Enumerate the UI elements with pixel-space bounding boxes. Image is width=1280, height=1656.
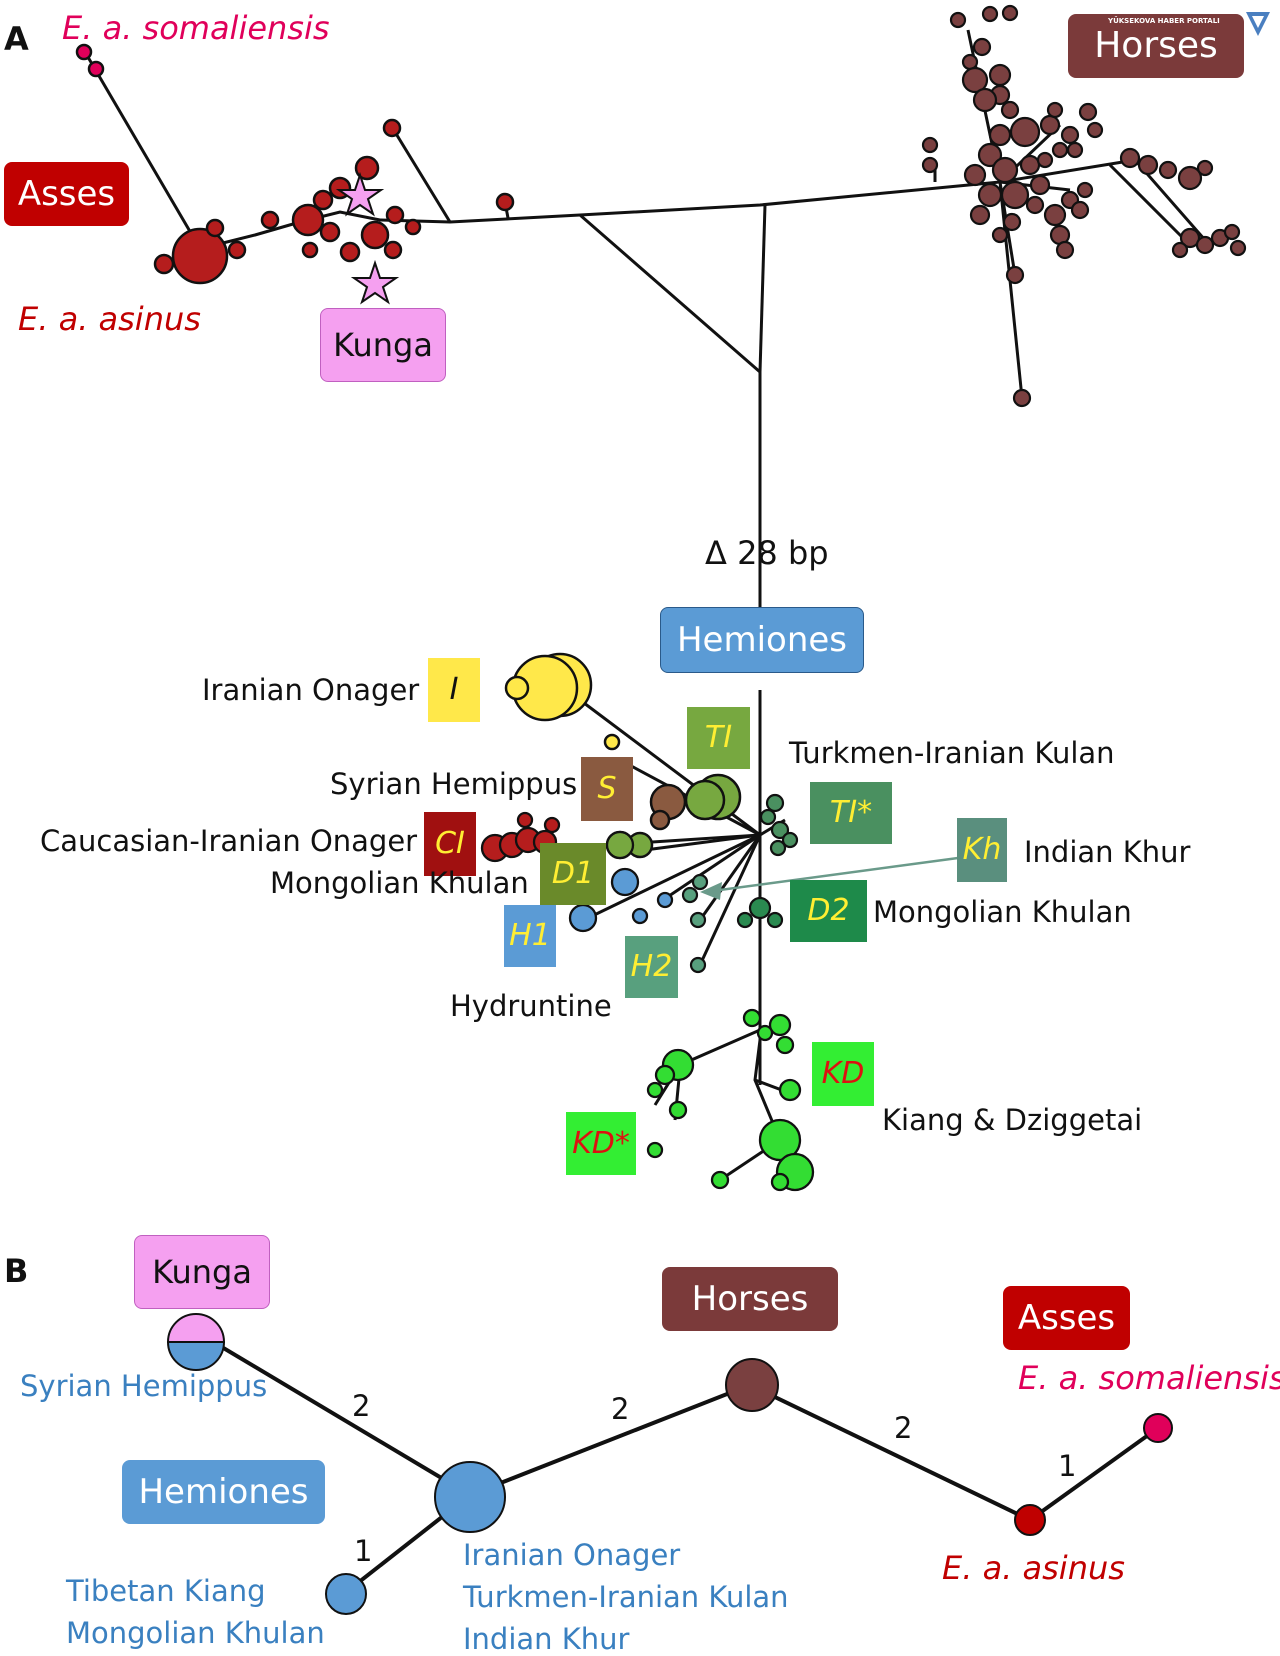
edge-label-hub-kiang: 1 [354, 1534, 373, 1568]
iranian-onager-label: Iranian Onager [202, 673, 420, 707]
panel-b-turkmen-iranian-kulan-label: Turkmen-Iranian Kulan [463, 1580, 789, 1614]
syrian-hemippus-label: Syrian Hemippus [330, 767, 578, 801]
kiang-node [325, 1573, 367, 1615]
panel-b-nodes [166, 1313, 1173, 1615]
haplogroup-ti-star-box: TI* [810, 782, 892, 844]
panel-b-mongolian-khulan-label: Mongolian Khulan [66, 1616, 325, 1650]
watermark-logo-icon [1246, 12, 1270, 36]
haplogroup-s-box: S [581, 757, 633, 821]
panel-b-syrian-hemippus-label: Syrian Hemippus [20, 1369, 268, 1403]
hemiones-box: Hemiones [660, 607, 864, 673]
d1-nodes [605, 830, 635, 860]
caucasian-iranian-onager-nodes [480, 811, 561, 863]
haplogroup-d1-box: D1 [540, 843, 606, 905]
panel-b-edges [208, 1338, 1160, 1595]
edge-label-hub-horses: 2 [611, 1392, 630, 1426]
panel-b-iranian-onager-label: Iranian Onager [463, 1538, 681, 1572]
somaliensis-label: E. a. somaliensis [62, 9, 330, 47]
haplogroup-ci-box: CI [424, 812, 476, 876]
edge-label-horses-asinus: 2 [894, 1411, 913, 1445]
kh-arrow [700, 856, 959, 900]
haplogroup-h2-box: H2 [625, 936, 678, 998]
horses-nodes [921, 4, 1247, 408]
h1-nodes [568, 867, 674, 933]
kiang-dziggetai-label: Kiang & Dziggetai [882, 1103, 1143, 1137]
panel-b-horses-box: Horses [662, 1267, 838, 1331]
haplogroup-kd-star-box: KD* [566, 1112, 636, 1175]
haplogroup-d2-box: D2 [790, 880, 867, 942]
asinus-node [1014, 1504, 1046, 1536]
horses-node [725, 1358, 779, 1412]
hemiones-hub-node [434, 1461, 506, 1533]
edge-label-kunga-hub: 2 [352, 1389, 371, 1423]
watermark: YÜKSEKOVA HABER PORTALI [1108, 17, 1220, 25]
panel-b-letter: B [4, 1252, 29, 1290]
delta-label: Δ 28 bp [705, 534, 829, 572]
haplogroup-kd-box: KD [812, 1042, 874, 1106]
asinus-label: E. a. asinus [18, 300, 201, 338]
horses-box: Horses [1068, 14, 1244, 78]
ti-star-nodes [759, 793, 799, 857]
turkmen-iranian-kulan-label: Turkmen-Iranian Kulan [789, 736, 1115, 770]
caucasian-iranian-onager-label: Caucasian-Iranian Onager [40, 824, 418, 858]
mongolian-khulan-label-1: Mongolian Khulan [270, 866, 529, 900]
iranian-onager-nodes [504, 652, 621, 751]
somaliensis-node [1143, 1413, 1173, 1443]
indian-khur-label: Indian Khur [1024, 835, 1191, 869]
edge-label-asinus-somaliensis: 1 [1058, 1449, 1077, 1483]
asses-nodes [75, 43, 515, 285]
haplogroup-i-box: I [428, 658, 480, 722]
asses-box: Asses [4, 162, 129, 226]
panel-b-somaliensis-label: E. a. somaliensis [1018, 1359, 1280, 1397]
d2-nodes [736, 896, 784, 929]
panel-b-asses-box: Asses [1003, 1286, 1130, 1350]
syrian-hemippus-nodes [649, 783, 687, 831]
kunga-star-icons [335, 171, 400, 305]
panel-b-asinus-label: E. a. asinus [942, 1549, 1125, 1587]
panel-b-hemiones-box: Hemiones [122, 1460, 325, 1524]
kunga-node [166, 1313, 226, 1343]
haplogroup-h1-box: H1 [504, 905, 556, 967]
panel-b-kunga-box: Kunga [134, 1235, 270, 1309]
panel-a-letter: A [4, 20, 29, 58]
panel-a-edges [83, 29, 1207, 1182]
kunga-box: Kunga [320, 308, 446, 382]
mongolian-khulan-label-2: Mongolian Khulan [873, 895, 1132, 929]
kh-h2-nodes [681, 873, 709, 974]
panel-b-indian-khur-label: Indian Khur [463, 1622, 630, 1656]
haplogroup-kh-box: Kh [957, 818, 1007, 882]
hydruntine-label: Hydruntine [450, 989, 612, 1023]
haplogroup-ti-box: TI [687, 707, 750, 769]
kiang-dziggetai-nodes [646, 1008, 815, 1192]
panel-b-tibetan-kiang-label: Tibetan Kiang [66, 1574, 266, 1608]
